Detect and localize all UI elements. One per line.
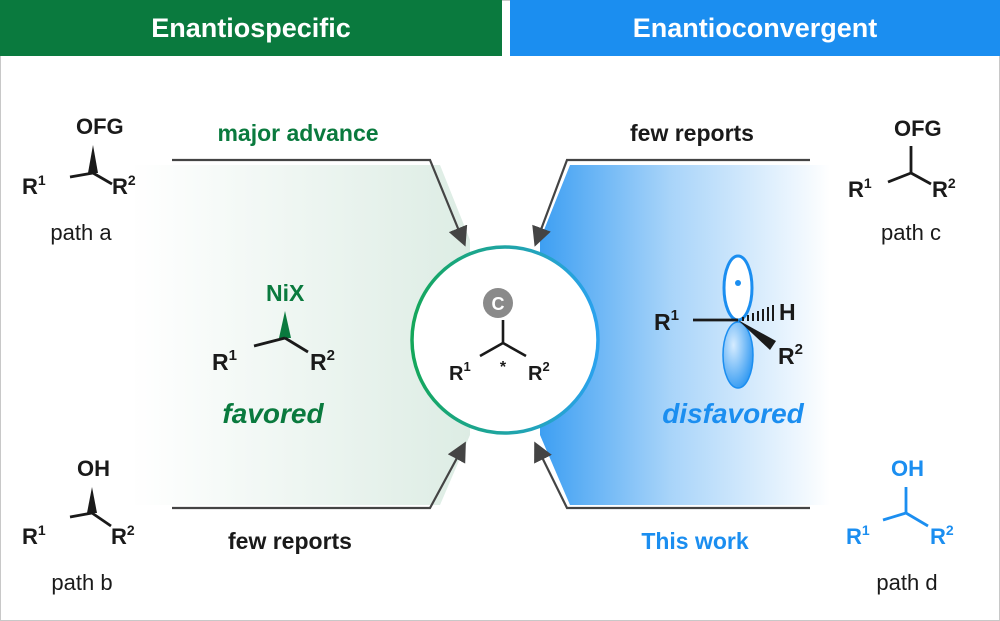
r1-label: R <box>212 349 229 375</box>
nix-label: NiX <box>266 280 305 306</box>
favored-label: favored <box>222 398 324 429</box>
central-product: C * R1 R2 <box>410 245 600 435</box>
svg-text:R2: R2 <box>310 347 335 375</box>
r2-label: R <box>778 343 795 369</box>
label-this-work: This work <box>641 528 749 554</box>
label-few-reports-bottom: few reports <box>228 528 352 554</box>
carbon-badge <box>483 288 513 318</box>
hashed-bond <box>742 305 774 321</box>
svg-text:R1: R1 <box>22 522 46 549</box>
r1-superscript: 1 <box>38 522 46 538</box>
oh-label: OH <box>77 456 110 481</box>
arrow-bottom-left <box>172 441 466 510</box>
h-label: H <box>779 299 796 325</box>
r2-superscript: 2 <box>127 522 135 538</box>
r2-label: R <box>310 349 327 375</box>
r1-superscript: 1 <box>463 359 470 374</box>
enantiospecific-funnel <box>130 165 470 505</box>
banner-enantiospecific-label: Enantiospecific <box>151 12 351 43</box>
r2-superscript: 2 <box>795 341 803 358</box>
banner-enantiospecific: Enantiospecific <box>0 0 502 56</box>
svg-text:R1: R1 <box>212 347 237 375</box>
svg-text:R2: R2 <box>778 341 803 369</box>
svg-text:R2: R2 <box>111 522 135 549</box>
svg-text:R2: R2 <box>528 359 550 385</box>
r2-superscript: 2 <box>327 347 335 364</box>
wedge-bond <box>88 145 98 173</box>
r1-label: R <box>846 524 862 549</box>
disfavored-label: disfavored <box>662 398 804 429</box>
r1-superscript: 1 <box>862 522 870 538</box>
arrow-top-right <box>532 158 810 247</box>
svg-text:R2: R2 <box>930 522 954 549</box>
r2-label: R <box>930 524 946 549</box>
wedge-bond <box>738 320 776 350</box>
r2-superscript: 2 <box>948 175 956 191</box>
label-few-reports-top: few reports <box>630 120 754 146</box>
carbon-badge-label: C <box>492 294 505 314</box>
r2-superscript: 2 <box>946 522 954 538</box>
molecule-nickel-intermediate: NiX R1 R2 favored <box>212 280 335 429</box>
molecule-radical-intermediate: R1 H R2 disfavored <box>654 254 805 429</box>
svg-text:R2: R2 <box>932 175 956 202</box>
arrow-top-left <box>172 158 468 247</box>
svg-text:R1: R1 <box>22 172 46 199</box>
svg-text:R1: R1 <box>449 359 471 385</box>
svg-text:R1: R1 <box>654 307 679 335</box>
enantioconvergent-funnel <box>540 165 830 505</box>
r2-superscript: 2 <box>128 172 136 188</box>
r1-label: R <box>22 174 38 199</box>
path-a-label: path a <box>50 220 112 245</box>
path-d-label: path d <box>876 570 937 595</box>
stereocenter-star: * <box>500 359 507 376</box>
ofg-label: OFG <box>894 116 942 141</box>
r1-label: R <box>654 309 671 335</box>
banner-enantioconvergent: Enantioconvergent <box>510 0 1000 56</box>
r2-label: R <box>528 363 543 385</box>
radical-electron-dot <box>735 280 741 286</box>
wedge-bond <box>87 487 97 513</box>
arrow-bottom-right <box>534 441 810 510</box>
molecule-path-d: OH R1 R2 path d <box>846 456 954 595</box>
r1-superscript: 1 <box>38 172 46 188</box>
r1-label: R <box>848 177 864 202</box>
svg-text:R1: R1 <box>846 522 870 549</box>
oh-label: OH <box>891 456 924 481</box>
molecule-path-c: OFG R1 R2 path c <box>848 116 956 245</box>
path-c-label: path c <box>881 220 941 245</box>
wedge-bond <box>279 311 291 338</box>
r2-superscript: 2 <box>542 359 549 374</box>
molecule-path-b: OH R1 R2 path b <box>22 456 135 595</box>
r1-label: R <box>22 524 38 549</box>
svg-text:R1: R1 <box>848 175 872 202</box>
svg-text:R2: R2 <box>112 172 136 199</box>
path-b-label: path b <box>51 570 112 595</box>
r1-superscript: 1 <box>229 347 237 364</box>
r1-superscript: 1 <box>864 175 872 191</box>
r1-label: R <box>449 363 464 385</box>
r2-label: R <box>932 177 948 202</box>
banner-enantioconvergent-label: Enantioconvergent <box>632 12 878 43</box>
r2-label: R <box>111 524 127 549</box>
r1-superscript: 1 <box>671 307 679 324</box>
molecule-path-a: OFG R1 R2 path a <box>22 114 136 245</box>
p-orbital-lower-lobe <box>722 321 754 389</box>
label-major-advance: major advance <box>217 120 378 146</box>
product-ring <box>410 245 600 435</box>
r2-label: R <box>112 174 128 199</box>
p-orbital-upper-lobe <box>722 254 754 322</box>
ofg-label: OFG <box>76 114 124 139</box>
